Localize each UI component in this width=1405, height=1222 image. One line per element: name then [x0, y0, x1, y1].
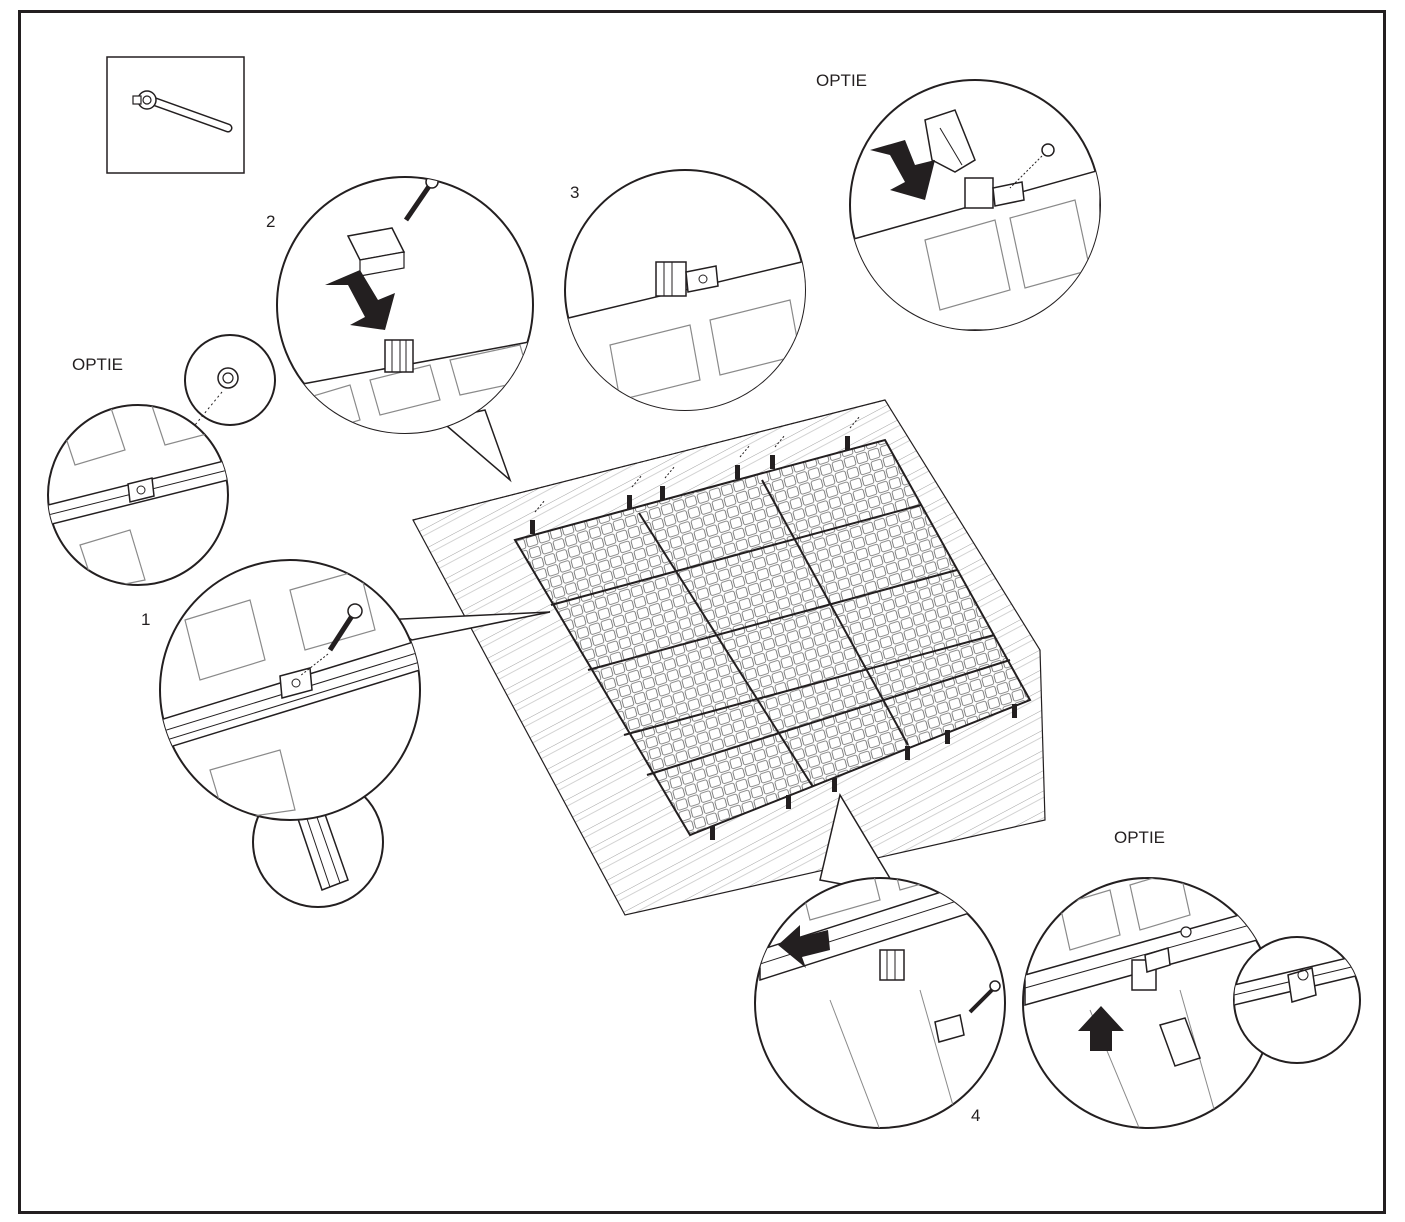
solar-panel-array: [513, 438, 1032, 837]
diagram-frame: [18, 10, 1386, 1214]
tool-box: [106, 56, 245, 174]
push-direction-arrow-icon: [778, 925, 830, 968]
callout-step-1: [159, 559, 551, 908]
callout-optie-bottom: [1022, 877, 1361, 1129]
optie-label-bottom: OPTIE: [1114, 828, 1166, 847]
callout-optie-left: [47, 334, 276, 586]
step-1-number: 1: [141, 610, 151, 629]
roof-array: [412, 399, 1046, 916]
push-direction-arrow-icon: [870, 140, 935, 200]
callout-step-2: [276, 176, 534, 483]
optie-label-left: OPTIE: [72, 355, 124, 374]
step-4-number: 4: [971, 1106, 981, 1125]
callout-step-3: [564, 169, 806, 411]
step-3-number: 3: [570, 183, 580, 202]
push-direction-arrow-icon: [1078, 1006, 1124, 1051]
optie-label-top: OPTIE: [816, 71, 868, 90]
callout-optie-top: [849, 79, 1101, 331]
socket-wrench-icon: [132, 90, 233, 133]
push-direction-arrow-icon: [325, 270, 395, 330]
step-2-number: 2: [266, 212, 276, 231]
